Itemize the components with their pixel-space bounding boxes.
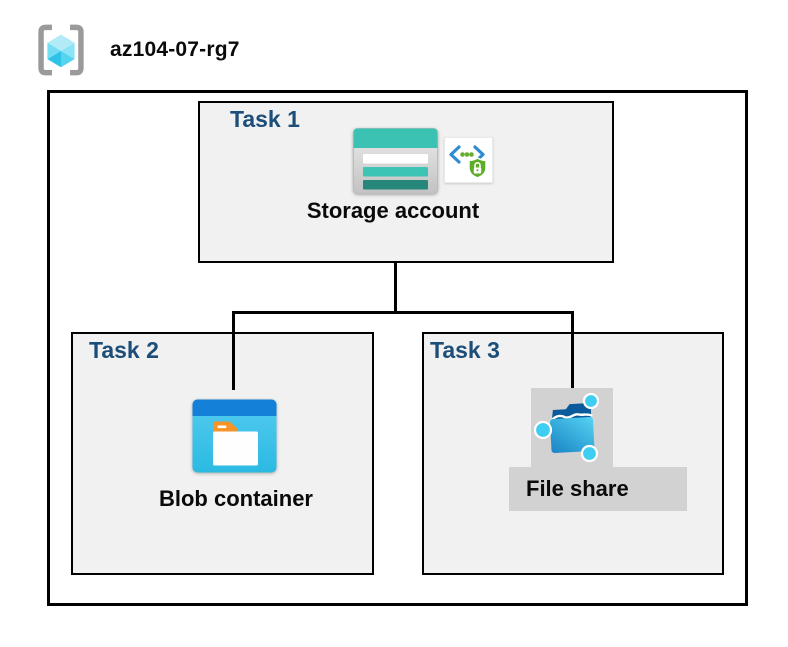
secure-access-icon [444, 137, 493, 183]
connector-storage-stem [394, 263, 397, 313]
task1-label: Task 1 [230, 106, 300, 132]
task2-label: Task 2 [89, 337, 159, 363]
resource-group-icon [38, 24, 84, 76]
connector-horizontal [232, 311, 574, 314]
connector-to-fileshare [571, 311, 574, 389]
storage-account-icon [353, 128, 438, 194]
storage-account-label: Storage account [306, 198, 480, 223]
file-share-label: File share [526, 476, 629, 501]
resource-group-title: az104-07-rg7 [110, 38, 240, 61]
connector-to-blob [232, 311, 235, 390]
file-share-label-highlight: File share [509, 467, 687, 511]
task3-label: Task 3 [430, 337, 500, 363]
resource-group-header: az104-07-rg7 [32, 21, 240, 79]
blob-container-label: Blob container [158, 486, 313, 511]
blob-container-icon [192, 399, 277, 473]
file-share-icon [534, 392, 600, 463]
